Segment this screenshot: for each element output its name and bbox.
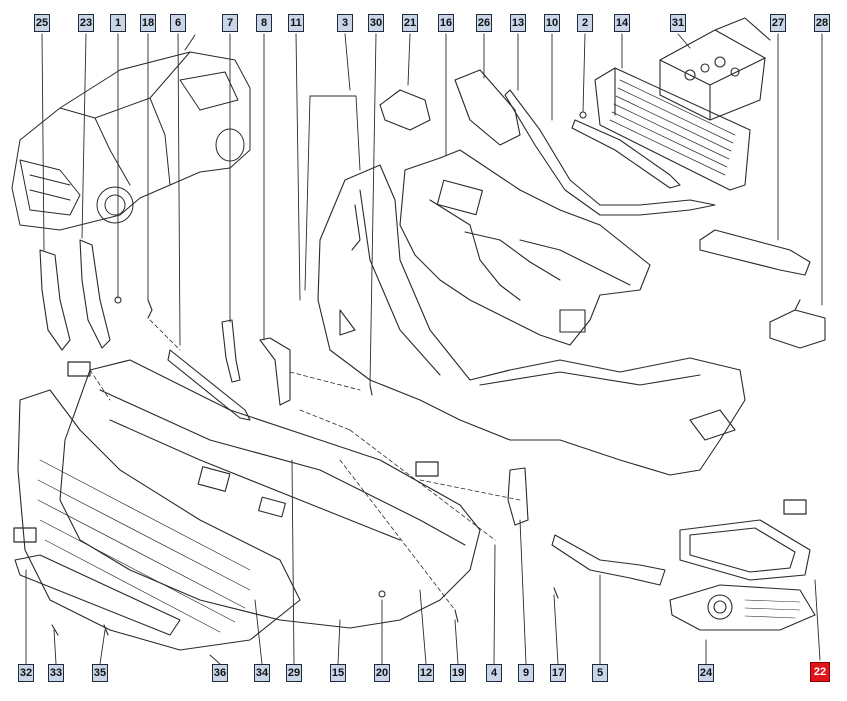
fastener-kit-box (659, 17, 771, 121)
upper-grille-strip (504, 89, 716, 216)
callout-31: 31 (670, 14, 686, 32)
callout-6: 6 (170, 14, 186, 32)
callout-8: 8 (256, 14, 272, 32)
callout-22-highlighted[interactable]: 22 (810, 662, 830, 682)
callout-1: 1 (110, 14, 126, 32)
callout-14: 14 (614, 14, 630, 32)
fasteners (51, 111, 587, 636)
callout-5: 5 (592, 664, 608, 682)
assembly-lines (89, 319, 521, 611)
callout-24: 24 (698, 664, 714, 682)
callout-29: 29 (286, 664, 302, 682)
lower-grille (14, 389, 301, 651)
callout-9: 9 (518, 664, 534, 682)
callout-13: 13 (510, 14, 526, 32)
callout-18: 18 (140, 14, 156, 32)
callout-15: 15 (330, 664, 346, 682)
callout-27: 27 (770, 14, 786, 32)
fog-light-frames (669, 519, 816, 631)
label-tags (13, 361, 807, 543)
callout-7: 7 (222, 14, 238, 32)
upper-carrier (399, 149, 651, 346)
side-strip (571, 119, 681, 189)
callout-30: 30 (368, 14, 384, 32)
right-clip (769, 299, 826, 349)
callout-35: 35 (92, 664, 108, 682)
callout-33: 33 (48, 664, 64, 682)
callout-36: 36 (212, 664, 228, 682)
callout-17: 17 (550, 664, 566, 682)
mid-brackets (167, 319, 291, 421)
callout-11: 11 (288, 14, 304, 32)
callout-10: 10 (544, 14, 560, 32)
vehicle-outline (11, 34, 251, 231)
callout-26: 26 (476, 14, 492, 32)
callout-32: 32 (18, 664, 34, 682)
left-side-brackets (39, 239, 111, 351)
right-support (507, 467, 529, 526)
callout-2: 2 (577, 14, 593, 32)
callout-19: 19 (450, 664, 466, 682)
upper-left-brackets (379, 69, 521, 146)
callout-23: 23 (78, 14, 94, 32)
callout-3: 3 (337, 14, 353, 32)
lower-bumper-structure (59, 359, 481, 629)
callout-28: 28 (814, 14, 830, 32)
callout-20: 20 (374, 664, 390, 682)
callout-16: 16 (438, 14, 454, 32)
intercooler (594, 67, 751, 191)
bumper-cover (317, 164, 746, 476)
callout-34: 34 (254, 664, 270, 682)
right-bracket (699, 229, 811, 276)
callout-21: 21 (402, 14, 418, 32)
callout-4: 4 (486, 664, 502, 682)
callout-12: 12 (418, 664, 434, 682)
right-trim-strip (551, 534, 666, 586)
callout-25: 25 (34, 14, 50, 32)
